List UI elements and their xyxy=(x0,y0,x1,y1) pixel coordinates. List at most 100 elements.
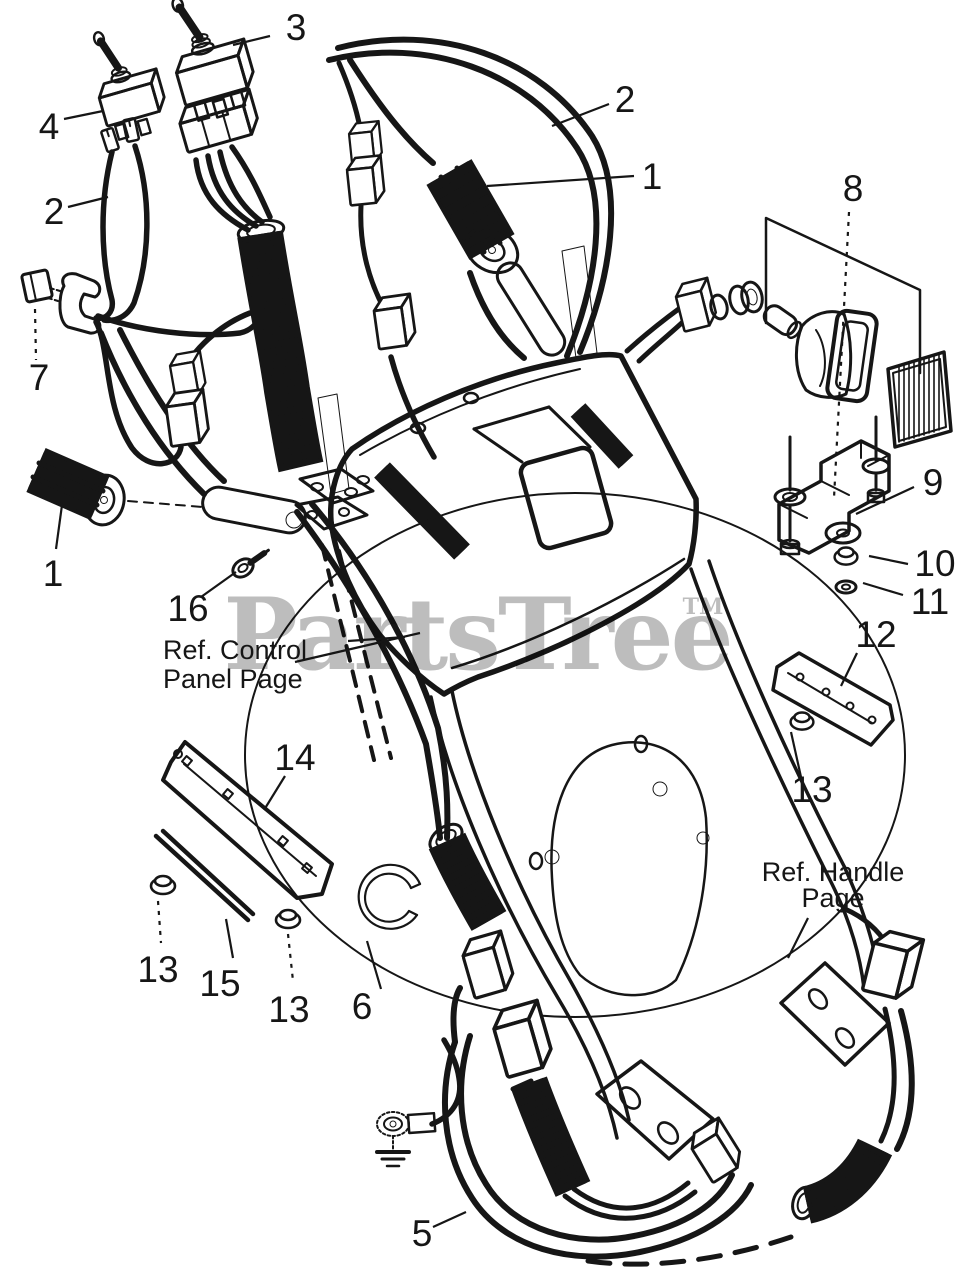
spade-terminal xyxy=(100,126,120,154)
frame-bolt xyxy=(544,849,560,865)
wire-harness-upper xyxy=(294,36,615,841)
callout-1-5: 1 xyxy=(642,156,663,197)
callout-3-0: 3 xyxy=(286,7,307,48)
leader-line-15-16 xyxy=(224,918,235,959)
frame-bolt xyxy=(528,851,544,871)
leader-line-8-6 xyxy=(832,211,851,499)
leader-line-1-7 xyxy=(54,504,64,550)
ref-handle-leader xyxy=(787,917,809,959)
center-harness xyxy=(294,509,443,841)
callout-11-11: 11 xyxy=(911,581,949,622)
headlight-housing xyxy=(794,310,853,399)
callout-2-4: 2 xyxy=(615,79,636,120)
toggle-switch xyxy=(92,31,166,141)
ref-control-leader-thin xyxy=(347,635,406,643)
parts-diagram-illustration xyxy=(20,0,953,1267)
headlight-cable xyxy=(335,36,615,355)
leader-line-9-9 xyxy=(855,486,915,515)
callout-10-10: 10 xyxy=(914,543,955,584)
leader-line-13-13 xyxy=(789,731,805,787)
callout-4-1: 4 xyxy=(39,106,60,147)
rod-15 xyxy=(153,828,256,923)
handle-grip-left xyxy=(26,448,204,527)
light-bracket xyxy=(773,415,891,556)
leader-line-13-17 xyxy=(286,933,295,982)
reference-circle xyxy=(244,492,906,1018)
connector xyxy=(487,998,557,1080)
panel-console-opening xyxy=(518,445,614,551)
frame-bolt xyxy=(633,734,649,754)
fuse-holder xyxy=(58,272,102,335)
leader-line-10-10 xyxy=(868,554,909,566)
headlight-lens xyxy=(886,350,953,449)
connector xyxy=(162,387,212,448)
handle-grip-upper xyxy=(426,159,520,275)
flange-nut xyxy=(274,908,302,930)
control-panel xyxy=(320,351,699,762)
callout-12-12: 12 xyxy=(855,614,896,655)
bracket-plate-12 xyxy=(771,651,895,747)
handle-frame xyxy=(429,559,891,1161)
connector xyxy=(370,292,419,351)
connector xyxy=(457,929,519,1000)
callout-5-19: 5 xyxy=(412,1213,433,1254)
callout-13-13: 13 xyxy=(791,769,832,810)
leader-line-11-11 xyxy=(862,581,904,597)
connector xyxy=(684,1116,748,1185)
wire-harness-lower xyxy=(375,822,926,1267)
callout-2-2: 2 xyxy=(44,191,65,232)
coiled-conduit xyxy=(428,832,507,931)
spring-clip-6 xyxy=(357,863,422,930)
bracket-plate-14 xyxy=(161,740,334,900)
screw-16 xyxy=(231,548,270,579)
partstree-watermark: PartsTree xyxy=(223,577,730,693)
callout-8-6: 8 xyxy=(843,168,864,209)
callout-15-16: 15 xyxy=(199,963,240,1004)
leader-lines xyxy=(33,34,915,1229)
leader-line-7-3 xyxy=(33,308,38,361)
headlight-assembly xyxy=(624,216,953,747)
spade-terminal xyxy=(121,117,141,143)
frame-bolt xyxy=(696,831,710,845)
leader-line-2-4 xyxy=(551,102,610,128)
trademark-symbol: TM xyxy=(683,594,724,620)
toggle-switch xyxy=(171,0,255,122)
callout-13-15: 13 xyxy=(137,949,178,990)
fuse xyxy=(20,268,54,304)
callout-13-17: 13 xyxy=(268,989,309,1030)
connector xyxy=(344,154,387,207)
callout-16-8: 16 xyxy=(167,588,208,629)
leader-line-4-1 xyxy=(63,109,104,121)
callout-9-9: 9 xyxy=(923,462,944,503)
ground-terminal xyxy=(375,1111,437,1168)
callout-6-18: 6 xyxy=(352,986,373,1027)
leader-line-12-12 xyxy=(840,652,858,687)
handle-pad-right xyxy=(561,245,598,359)
flange-nut xyxy=(149,874,177,896)
washer xyxy=(834,579,858,595)
headlight-cable xyxy=(326,49,600,359)
leader-line-2-2 xyxy=(67,195,109,209)
callout-7-3: 7 xyxy=(29,357,50,398)
leader-line-1-5 xyxy=(486,174,635,188)
callout-14-14: 14 xyxy=(274,737,315,778)
flange-nut xyxy=(789,711,815,731)
handlebar-joint xyxy=(201,467,375,535)
leader-line-13-15 xyxy=(156,900,163,944)
mount-panel-outline xyxy=(764,216,922,375)
callout-1-7: 1 xyxy=(43,553,64,594)
leader-line-5-19 xyxy=(432,1210,467,1229)
center-harness xyxy=(309,501,451,841)
leader-line-14-14 xyxy=(263,775,286,811)
handle-tube-upper xyxy=(495,261,567,357)
frame-bracket-left xyxy=(595,1059,715,1161)
handlebar-tube xyxy=(201,485,307,535)
connector-block xyxy=(178,87,259,154)
flange-nut xyxy=(833,546,859,566)
coiled-conduit xyxy=(237,230,324,473)
